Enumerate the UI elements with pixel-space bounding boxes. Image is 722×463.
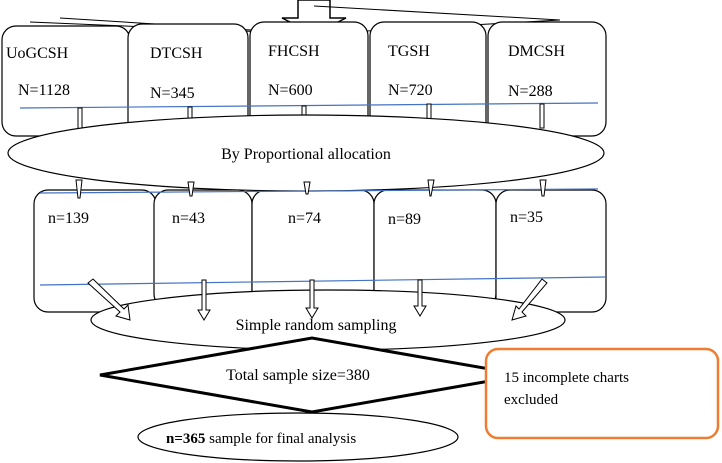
hospital-name: TGSH	[388, 43, 430, 60]
allocation-label: By Proportional allocation	[221, 146, 391, 163]
arrow-right-diagonal	[511, 278, 548, 321]
sampling-label: Simple random sampling	[236, 317, 397, 334]
hospital-population: N=600	[268, 82, 313, 99]
final-text: sample for final analysis	[205, 431, 356, 447]
arrow-down	[413, 279, 427, 317]
final-ellipse	[137, 412, 459, 462]
hospital-name: UoGCSH	[6, 45, 69, 62]
hospital-population: N=288	[508, 83, 553, 100]
sample-labels: n=139 n=43 n=74 n=89 n=35	[48, 209, 543, 228]
sample-value: n=89	[388, 211, 421, 228]
sample-value: n=74	[288, 210, 321, 227]
sample-value: n=43	[172, 210, 205, 227]
top-row-blue-line	[19, 102, 599, 109]
hospital-name: FHCSH	[268, 43, 320, 60]
arrow-down	[197, 279, 211, 321]
sample-to-sampling-arrows	[87, 278, 548, 321]
hospital-box-uogcsh	[1, 25, 131, 137]
middle-row-top-blue-line	[39, 188, 599, 194]
final-count: n=365	[166, 431, 205, 447]
total-label: Total sample size=380	[226, 367, 370, 384]
excluded-line-1: 15 incomplete charts	[504, 370, 629, 386]
ellipse-to-sample-connectors	[75, 179, 547, 199]
hospital-name: DMCSH	[508, 43, 565, 60]
hospital-population: N=1128	[18, 82, 70, 99]
sample-value: n=35	[510, 209, 543, 226]
hospital-name: DTCSH	[150, 45, 203, 62]
arrow-down	[305, 279, 319, 319]
sample-box-4	[373, 189, 497, 309]
hospital-population: N=720	[388, 82, 433, 99]
hospital-population: N=345	[150, 85, 195, 102]
hospital-labels: UoGCSH N=1128 DTCSH N=345 FHCSH N=600 TG…	[6, 43, 565, 102]
sample-value: n=139	[48, 210, 89, 227]
middle-row-bottom-blue-line	[39, 276, 607, 286]
sample-box-1	[33, 189, 157, 313]
excluded-line-2: excluded	[504, 392, 559, 408]
final-label: n=365 sample for final analysis	[166, 431, 356, 447]
hospital-box-dmcsh	[487, 21, 607, 137]
arrow-left-diagonal	[87, 278, 131, 321]
excluded-box	[484, 347, 720, 440]
